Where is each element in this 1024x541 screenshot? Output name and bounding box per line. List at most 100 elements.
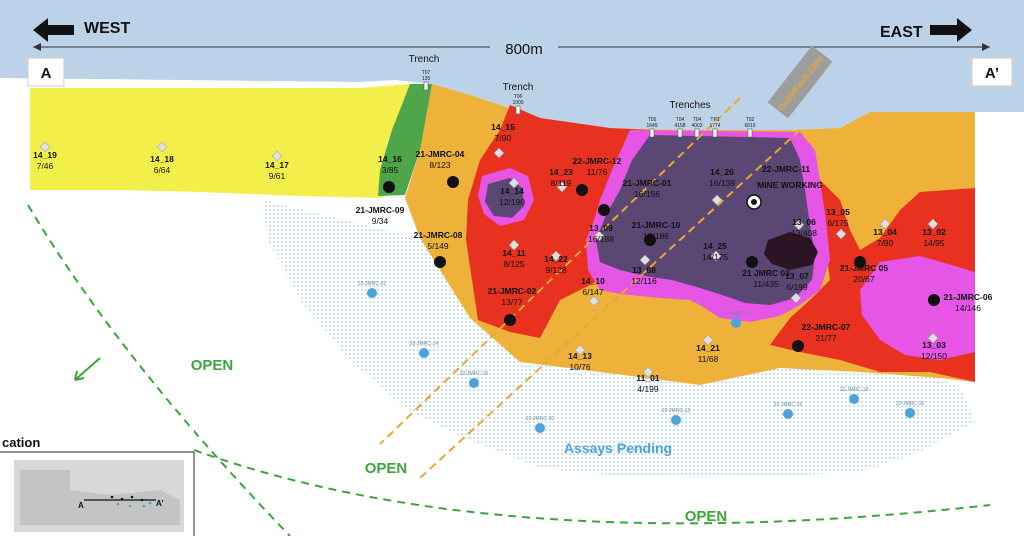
- rc-hole-dot: [792, 340, 804, 352]
- surface-hole-diamond: [835, 228, 847, 240]
- surface-hole: 14_179/61: [265, 150, 289, 181]
- pending-hole: 22-JMRC-18: [840, 387, 868, 404]
- rc-hole-name: 22-JMRC-11: [762, 164, 810, 174]
- open-label-bottom: OPEN: [685, 508, 728, 525]
- trench-id: T05: [648, 117, 657, 123]
- rc-hole-dot: [854, 256, 866, 268]
- rc-hole-name: 22-JMRC-07: [802, 322, 851, 332]
- surface-hole-diamond: [790, 292, 802, 304]
- pending-hole-label: 22-JMRC-14: [410, 341, 439, 347]
- rc-hole-value: 13/186: [643, 231, 669, 241]
- trench-post: [712, 128, 718, 138]
- surface-hole-value: 9/61: [269, 171, 286, 181]
- surface-hole-name: 13_02: [922, 227, 946, 237]
- surface-hole-value: 16/139: [709, 178, 735, 188]
- rc-hole-value: 11/435: [753, 279, 779, 289]
- gully-line-1: [379, 97, 741, 445]
- pending-hole-dot: [535, 423, 545, 433]
- pending-hole-dot: [849, 394, 859, 404]
- pending-hole-dot: [367, 288, 377, 298]
- assays-pending-label: Assays Pending: [564, 440, 672, 456]
- surface-hole-diamond: [550, 250, 562, 262]
- surface-hole-value: 7/90: [877, 238, 894, 248]
- trench-post: [423, 81, 429, 91]
- rc-hole-name: 21-JMRC-08: [414, 230, 463, 240]
- pending-hole-label: 22-JMRC-16: [896, 401, 925, 407]
- yellow-zone: [30, 84, 420, 198]
- surface-hole: 14_157/90: [491, 122, 515, 159]
- trench-id: T07: [422, 70, 431, 76]
- surface-hole-value: 10/76: [569, 362, 591, 372]
- rc-hole-dot: [751, 199, 757, 205]
- surface-hole-diamond: [793, 219, 805, 231]
- surface-hole-name: 13_04: [873, 227, 897, 237]
- surface-hole-diamond: [508, 177, 520, 189]
- surface-hole-name: 14_16: [378, 154, 402, 164]
- open-arrow-left: [74, 357, 101, 381]
- trench-post: [677, 128, 683, 138]
- surface-hole-value: 6/199: [786, 282, 808, 292]
- pending-hole-dot: [469, 378, 479, 388]
- pending-hole-label: 22-JMRC-19: [774, 402, 803, 408]
- purple-core: [596, 135, 815, 305]
- surface-hole-name: 13_06: [792, 217, 816, 227]
- rc-hole: 21-JMRC-099/34: [356, 181, 405, 226]
- trench-id: TP1: [710, 117, 719, 123]
- pending-hole: 22-JMRC-21: [358, 281, 386, 298]
- trench-post: [649, 128, 655, 138]
- sky-area: [0, 0, 1024, 130]
- rc-hole-dot: [576, 184, 588, 196]
- surface-hole-diamond: [927, 332, 939, 344]
- section-start-box: [27, 57, 65, 87]
- pending-hole-label: 22-JMRC-20: [526, 416, 555, 422]
- rc-hole-name: 21-JMRC 05: [840, 263, 888, 273]
- surface-hole-diamond: [639, 254, 651, 266]
- pending-hole: 22-JMRC-20: [526, 416, 555, 433]
- surface-hole-diamond: [588, 295, 600, 307]
- open-label-mid: OPEN: [365, 460, 408, 477]
- surface-hole-diamond: [593, 230, 605, 242]
- inset-a: A: [78, 501, 84, 510]
- surface-hole-name: 14_21: [696, 343, 720, 353]
- pending-hole: 22-JMRC-17: [722, 311, 750, 328]
- surface-hole-name: 14_17: [265, 160, 289, 170]
- scale-right-arrow: [982, 43, 990, 51]
- surface-hole-diamond: [879, 218, 891, 230]
- rc-hole: 21-JMRC-085/149: [414, 230, 463, 268]
- surface-hole-name: 14_14: [500, 186, 524, 196]
- high-grade-core: [764, 232, 818, 270]
- rc-hole-name: 21-JMRC-09: [356, 205, 405, 215]
- rc-hole-value: 13/77: [501, 297, 523, 307]
- surface-hole-name: 13_07: [785, 271, 809, 281]
- rc-hole-dot: [447, 176, 459, 188]
- surface-hole: 14_186/64: [150, 141, 174, 175]
- trenches-label: Trenches: [669, 100, 710, 111]
- surface-hole-name: 14_10: [581, 276, 605, 286]
- surface-hole-value: 12/116: [631, 276, 657, 286]
- surface-hole-diamond: [556, 181, 568, 193]
- surface-hole-value: 13/408: [791, 228, 817, 238]
- west-label: WEST: [84, 20, 130, 37]
- trench-value: 1649: [646, 123, 657, 129]
- mine-working-label: MINE WORKING: [757, 180, 823, 190]
- pending-hole-dot: [905, 408, 915, 418]
- surface-hole-diamond: [271, 150, 283, 162]
- rc-hole-dot: [598, 204, 610, 216]
- surface-hole-value: 11/68: [698, 354, 719, 364]
- surface-hole-name: 14_13: [568, 351, 592, 361]
- trench-value: 1774: [709, 123, 720, 129]
- rc-hole: 21-JMRC-048/123: [416, 149, 465, 188]
- surface-hole-diamond: [493, 147, 505, 159]
- surface-hole-name: 14_18: [150, 154, 174, 164]
- rc-hole-name: 21-JMRC-04: [416, 149, 465, 159]
